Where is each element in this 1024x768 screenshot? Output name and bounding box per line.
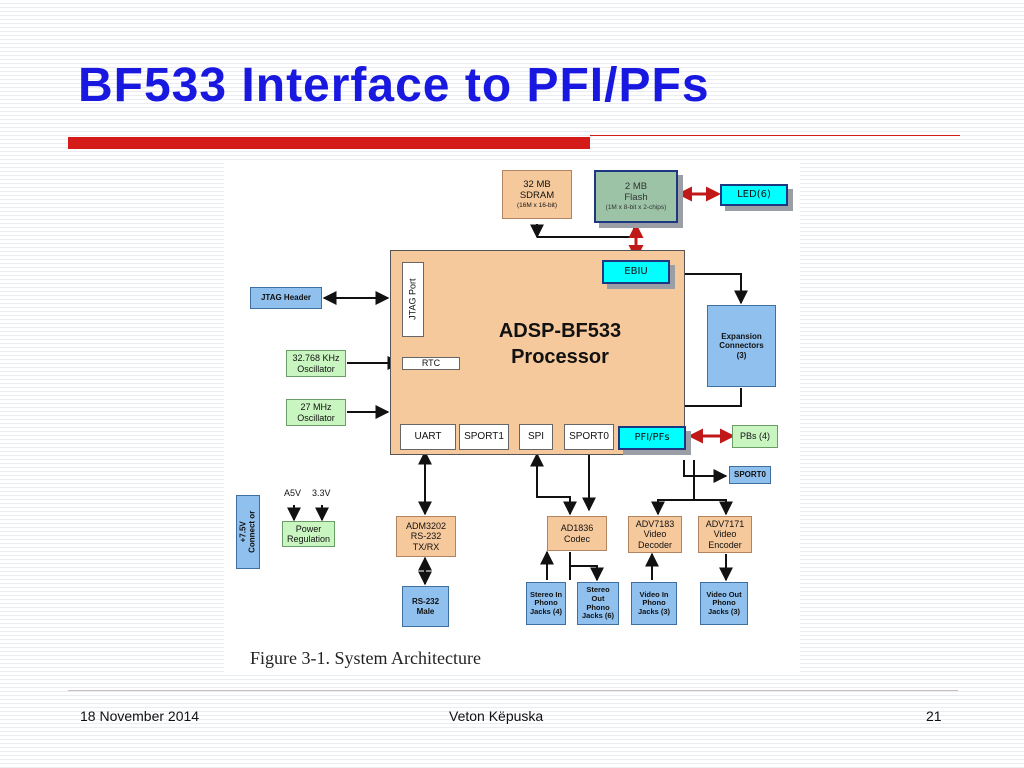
jtag-port-block: JTAG Port xyxy=(402,262,424,337)
rs232-male-block: RS-232 Male xyxy=(402,586,449,627)
stereo-out-label-4: Jacks (6) xyxy=(581,611,615,621)
adm3202-func: TX/RX xyxy=(412,541,440,552)
video-in-label-3: Jacks (3) xyxy=(637,606,671,616)
rs232-male-label-2: Male xyxy=(416,606,435,616)
connector-lines xyxy=(287,186,748,586)
footer-date: 18 November 2014 xyxy=(80,708,200,724)
jtag-header-block: JTAG Header xyxy=(250,287,322,309)
processor-label: ADSP-BF533 Processor xyxy=(460,318,660,370)
power-connector-label: Connect or xyxy=(247,510,257,554)
expansion-label-1: Expansion xyxy=(721,332,762,342)
adv7183-decoder-block: ADV7183 Video Decoder xyxy=(628,516,682,553)
oscillator-27mhz-label: Oscillator xyxy=(297,412,335,423)
adv7171-label-1: Video xyxy=(713,529,737,540)
sport0-external-label: SPORT0 xyxy=(733,470,766,480)
rtc-label: RTC xyxy=(421,358,441,369)
sport1-block: SPORT1 xyxy=(459,424,509,450)
oscillator-32khz-freq: 32.768 KHz xyxy=(292,353,340,364)
footer-author: Veton Këpuska xyxy=(449,708,544,724)
sdram-block: 32 MB SDRAM (16M x 16-bit) xyxy=(502,170,572,219)
expansion-count: (3) xyxy=(736,350,747,360)
title-underline-thin xyxy=(590,135,960,136)
adv7183-label-2: Decoder xyxy=(637,539,673,550)
power-connector-block: +7.5V Connect or xyxy=(236,495,260,569)
v33-label: 3.3V xyxy=(312,488,331,498)
flash-size: 2 MB xyxy=(624,180,648,192)
expansion-connectors-block: Expansion Connectors (3) xyxy=(707,305,776,387)
video-out-jacks-block: Video Out Phono Jacks (3) xyxy=(700,582,748,625)
uart-block: UART xyxy=(400,424,456,450)
stereo-in-jacks-block: Stereo In Phono Jacks (4) xyxy=(526,582,566,625)
video-out-label-2: Phono xyxy=(712,598,736,608)
codec-label: Codec xyxy=(563,533,590,544)
sdram-org: (16M x 16-bit) xyxy=(516,201,558,209)
system-architecture-diagram: 32 MB SDRAM (16M x 16-bit) 2 MB Flash (1… xyxy=(224,160,800,674)
video-in-label-2: Phono xyxy=(642,598,666,608)
power-regulation-label-2: Regulation xyxy=(286,534,331,544)
pfi-pfs-block: PFI/PFs xyxy=(618,426,686,450)
spi-block: SPI xyxy=(519,424,553,450)
stereo-out-label-3: Phono xyxy=(586,602,610,612)
adm3202-block: ADM3202 RS-232 TX/RX xyxy=(396,516,456,557)
led-block: LED(6) xyxy=(720,184,788,206)
video-in-label-1: Video In xyxy=(639,589,669,599)
jtag-header-label: JTAG Header xyxy=(260,293,312,303)
oscillator-32khz-label: Oscillator xyxy=(297,363,335,374)
power-regulation-label-1: Power xyxy=(295,523,322,534)
video-out-label-3: Jacks (3) xyxy=(707,606,741,616)
processor-name: ADSP-BF533 xyxy=(498,320,622,342)
a5v-label: A5V xyxy=(284,488,302,498)
title-underline-thick xyxy=(68,137,590,149)
oscillator-27mhz-freq: 27 MHz xyxy=(300,402,332,413)
adv7171-part: ADV7171 xyxy=(705,518,745,529)
pfi-pfs-label: PFI/PFs xyxy=(634,432,670,444)
adv7183-part: ADV7183 xyxy=(635,518,675,529)
adv7171-label-2: Encoder xyxy=(708,539,742,550)
sport0-label: SPORT0 xyxy=(569,431,609,443)
pushbuttons-label: PBs (4) xyxy=(739,431,770,442)
spi-label: SPI xyxy=(527,431,545,443)
uart-label: UART xyxy=(414,431,442,443)
flash-label: Flash xyxy=(624,191,648,203)
stereo-in-label-1: Stereo In xyxy=(529,589,563,599)
video-out-label-1: Video Out xyxy=(706,589,742,599)
power-regulation-block: Power Regulation xyxy=(282,521,335,547)
sport0-block: SPORT0 xyxy=(564,424,614,450)
figure-caption: Figure 3-1. System Architecture xyxy=(250,648,481,668)
stereo-out-label-2: Out xyxy=(591,593,605,603)
slide-title: BF533 Interface to PFI/PFs xyxy=(78,59,710,112)
flash-block: 2 MB Flash (1M x 8-bit x 2-chips) xyxy=(594,170,678,223)
sdram-size: 32 MB xyxy=(523,178,551,190)
video-in-jacks-block: Video In Phono Jacks (3) xyxy=(631,582,677,625)
processor-subtitle: Processor xyxy=(511,346,609,368)
flash-org: (1M x 8-bit x 2-chips) xyxy=(605,203,667,211)
oscillator-27mhz-block: 27 MHz Oscillator xyxy=(286,399,346,426)
adv7183-label-1: Video xyxy=(643,529,667,540)
pushbuttons-block: PBs (4) xyxy=(732,425,778,448)
adm3202-part: ADM3202 xyxy=(405,520,447,531)
ebiu-block: EBIU xyxy=(602,260,670,284)
adm3202-std: RS-232 xyxy=(410,531,442,542)
rtc-block: RTC xyxy=(402,357,460,370)
power-connector-text: +7.5V Connect or xyxy=(238,510,257,554)
codec-part: AD1836 xyxy=(560,523,594,534)
ebiu-label: EBIU xyxy=(624,266,648,278)
stereo-out-jacks-block: Stereo Out Phono Jacks (6) xyxy=(577,582,619,625)
rs232-male-label-1: RS-232 xyxy=(411,597,440,607)
expansion-label-2: Connectors xyxy=(719,341,764,351)
oscillator-32khz-block: 32.768 KHz Oscillator xyxy=(286,350,346,377)
sport1-label: SPORT1 xyxy=(464,431,504,443)
footer-page-number: 21 xyxy=(926,708,942,724)
sdram-label: SDRAM xyxy=(519,189,555,201)
processor-block xyxy=(390,250,685,455)
jtag-port-label: JTAG Port xyxy=(407,278,418,321)
stereo-out-label-1: Stereo xyxy=(586,585,610,595)
adv7171-encoder-block: ADV7171 Video Encoder xyxy=(698,516,752,553)
stereo-in-label-3: Jacks (4) xyxy=(529,606,563,616)
stereo-in-label-2: Phono xyxy=(534,598,558,608)
ad1836-codec-block: AD1836 Codec xyxy=(547,516,607,551)
sport0-external-block: SPORT0 xyxy=(729,466,771,484)
footer-divider xyxy=(68,690,958,691)
led-label: LED(6) xyxy=(737,189,771,201)
